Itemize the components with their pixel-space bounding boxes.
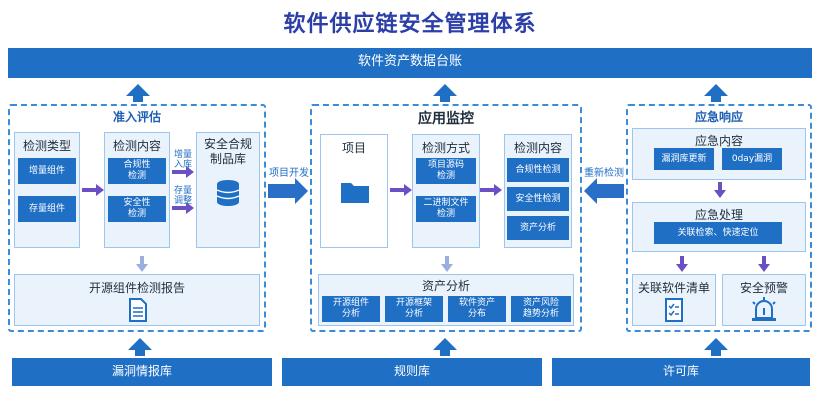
center-asset-analysis: 资产分析 [507,216,569,240]
project-dev-arrow [268,178,308,204]
detect-content-title: 检测内容 [112,139,161,153]
alarm-siren-icon [752,297,776,321]
asset-ledger-bar: 软件资产数据台账 [8,48,812,78]
project-dev-label: 项目开发 [269,168,309,179]
related-list-title: 关联软件清单 [637,281,710,295]
detect-type-box [14,132,80,248]
compliant-lib-title: 安全合规 制品库 [203,137,252,166]
up-arrow-center [433,84,457,96]
security-check: 安全性 检测 [108,196,166,222]
center-content-title: 检测内容 [513,141,562,155]
oss-framework-analysis: 开源框架 分析 [385,296,443,322]
emergency-handle-title: 应急处理 [694,208,743,222]
emergency-content-title: 应急内容 [694,134,743,148]
compliance-check: 合规性 检测 [108,158,166,184]
emergency-header: 应急响应 [694,110,743,124]
admission-panel [8,104,266,332]
vuln-db-update: 漏洞库更新 [654,148,714,170]
report-document-icon [129,298,147,322]
center-security-check: 安全性检测 [507,187,569,211]
asset-analysis-title: 资产分析 [421,279,470,293]
detect-type-title: 检测类型 [22,139,71,153]
emergency-panel [626,104,812,332]
incremental-in-label: 增量 入库 [173,150,192,170]
oss-component-analysis: 开源组件 分析 [322,296,380,322]
incremental-component: 增量组件 [18,158,76,184]
diagram-title: 软件供应链安全管理体系 [283,12,537,37]
project-title: 项目 [341,141,366,155]
center-compliance-check: 合规性检测 [507,158,569,182]
method-title: 检测方式 [421,141,470,155]
license-db: 许可库 [552,358,810,386]
source-code-check: 项目源码 检测 [416,158,476,184]
up-arrow-left [126,84,150,96]
software-asset-distribution: 软件资产 分布 [448,296,506,322]
detect-content-box [104,132,170,248]
up-arrow-right [704,84,728,96]
recheck-arrow [584,178,624,204]
zero-day-vuln: 0day漏洞 [722,148,782,170]
vuln-intel-db: 漏洞情报库 [12,358,272,386]
asset-risk-trend: 资产风险 趋势分析 [511,296,571,322]
app-monitor-panel [310,104,582,332]
existing-adjust-label: 存量 调整 [173,186,192,206]
binary-check: 二进制文件 检测 [416,196,476,222]
rule-db: 规则库 [282,358,542,386]
recheck-label: 重新检测 [584,168,624,179]
existing-component: 存量组件 [18,196,76,222]
folder-icon [341,183,369,203]
app-monitor-header: 应用监控 [418,111,474,127]
security-alert-title: 安全预警 [739,281,788,295]
database-icon [216,180,240,206]
admission-header: 准入评估 [112,110,161,124]
quick-locate: 关联检索、快速定位 [654,222,782,244]
checklist-icon [665,298,683,322]
oss-report-title: 开源组件检测报告 [88,281,185,295]
method-box [412,134,480,248]
